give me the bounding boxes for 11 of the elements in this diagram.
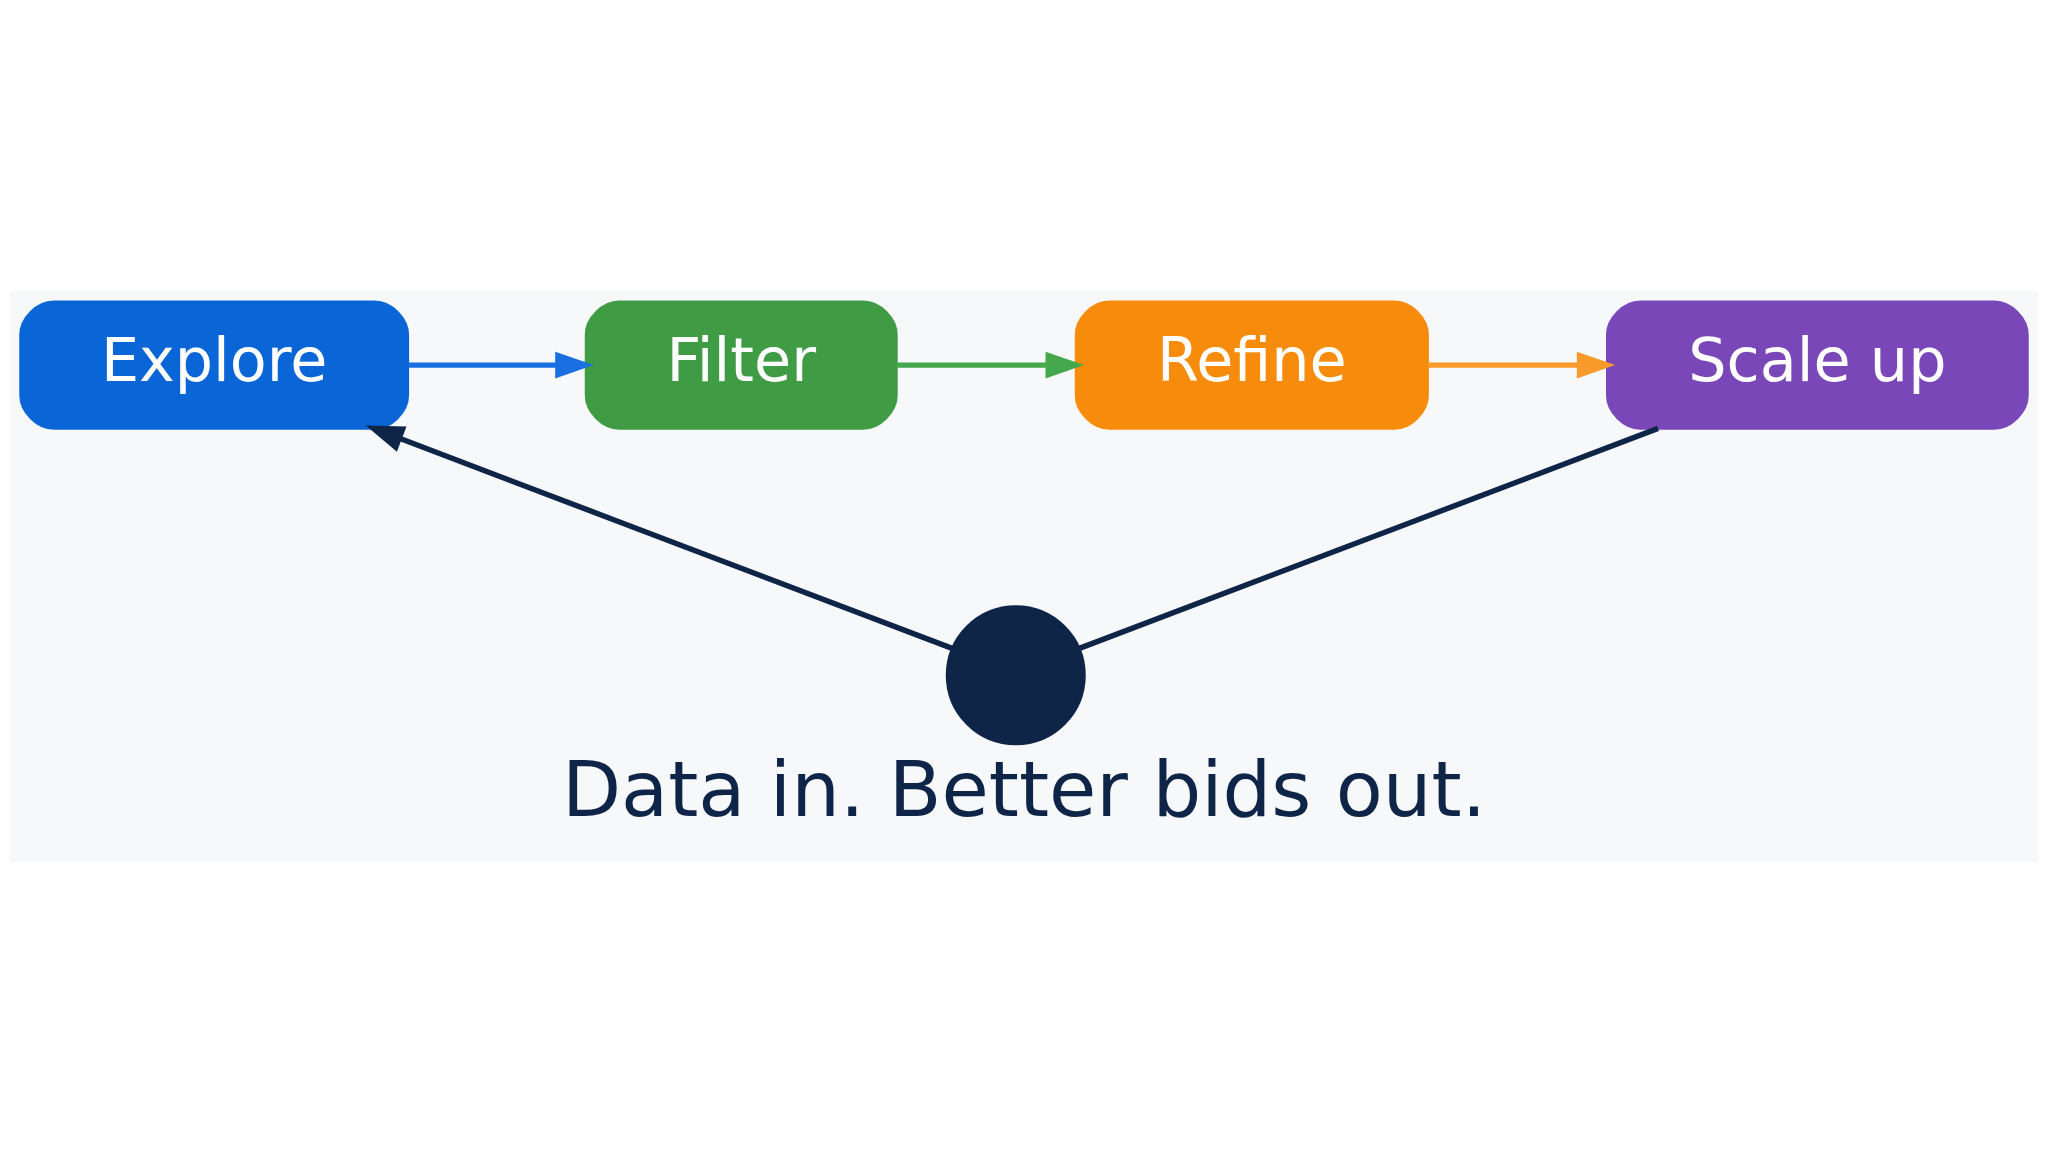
node-circle: [945, 604, 1086, 745]
arrow: [896, 351, 1085, 379]
connector: [1078, 425, 1659, 651]
caption: Data in. Better bids out.: [561, 744, 1487, 834]
node-box: Filter: [584, 300, 898, 430]
arrow: [1428, 351, 1616, 379]
arrow: [365, 424, 954, 651]
node-box: Scale up: [1605, 300, 2029, 430]
arrow: [408, 351, 594, 379]
node-box: Refine: [1074, 300, 1429, 430]
node-box: Explore: [19, 300, 410, 430]
